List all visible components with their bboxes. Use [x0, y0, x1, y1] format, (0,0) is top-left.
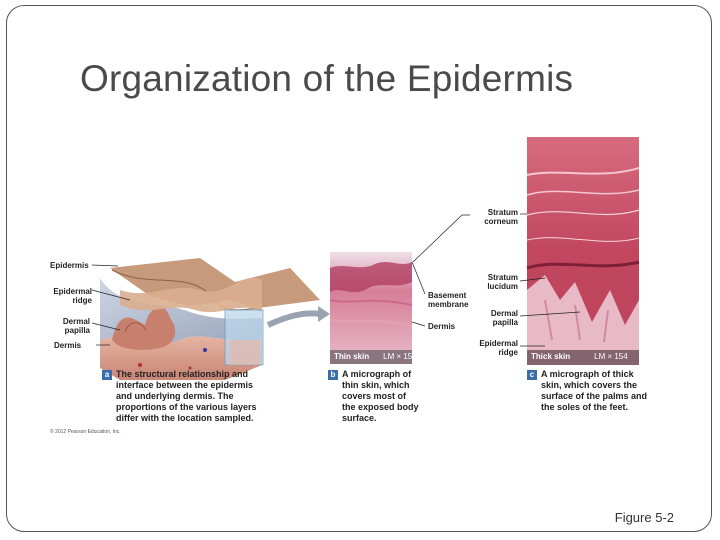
caption-b: A micrograph of thin skin, which covers …: [342, 369, 419, 423]
thick-skin-label: Thick skin: [531, 352, 571, 361]
label-dermal-papilla: Dermal papilla: [62, 317, 90, 335]
caption-c: A micrograph of thick skin, which covers…: [541, 369, 648, 412]
label-dermis-b: Dermis: [428, 322, 456, 331]
thin-skin-magnification: LM × 154: [383, 352, 417, 361]
label-dermis-a: Dermis: [54, 341, 82, 350]
slide-frame: [6, 5, 712, 532]
caption-a: The structural relationship and interfac…: [116, 369, 257, 423]
figure-label: Figure 5-2: [614, 510, 674, 525]
caption-letter-a: a: [102, 370, 112, 380]
label-epidermal-ridge-c: Epidermal ridge: [479, 339, 518, 357]
label-stratum-lucidum: Stratum lucidum: [487, 273, 518, 291]
slide-title: Organization of the Epidermis: [80, 58, 574, 99]
caption-letter-c: c: [527, 370, 537, 380]
thick-skin-magnification: LM × 154: [594, 352, 628, 361]
thin-skin-label: Thin skin: [334, 352, 370, 361]
caption-letter-b: b: [328, 370, 338, 380]
label-basement-membrane: Basement membrane: [428, 291, 469, 309]
panel-a-diagram: [91, 258, 330, 380]
label-stratum-corneum: Stratum corneum: [484, 208, 518, 226]
panel-c-micrograph: [412, 137, 640, 365]
label-dermal-papilla-c: Dermal papilla: [490, 309, 518, 327]
thick-skin-tag: Thick skin LM × 154: [531, 352, 628, 361]
thin-skin-tag: Thin skin LM × 154: [334, 352, 417, 361]
label-epidermal-ridge: Epidermal ridge: [53, 287, 92, 305]
copyright-note: © 2012 Pearson Education, Inc.: [50, 429, 121, 435]
panel-b-micrograph: [329, 252, 426, 364]
label-epidermis: Epidermis: [50, 261, 89, 270]
